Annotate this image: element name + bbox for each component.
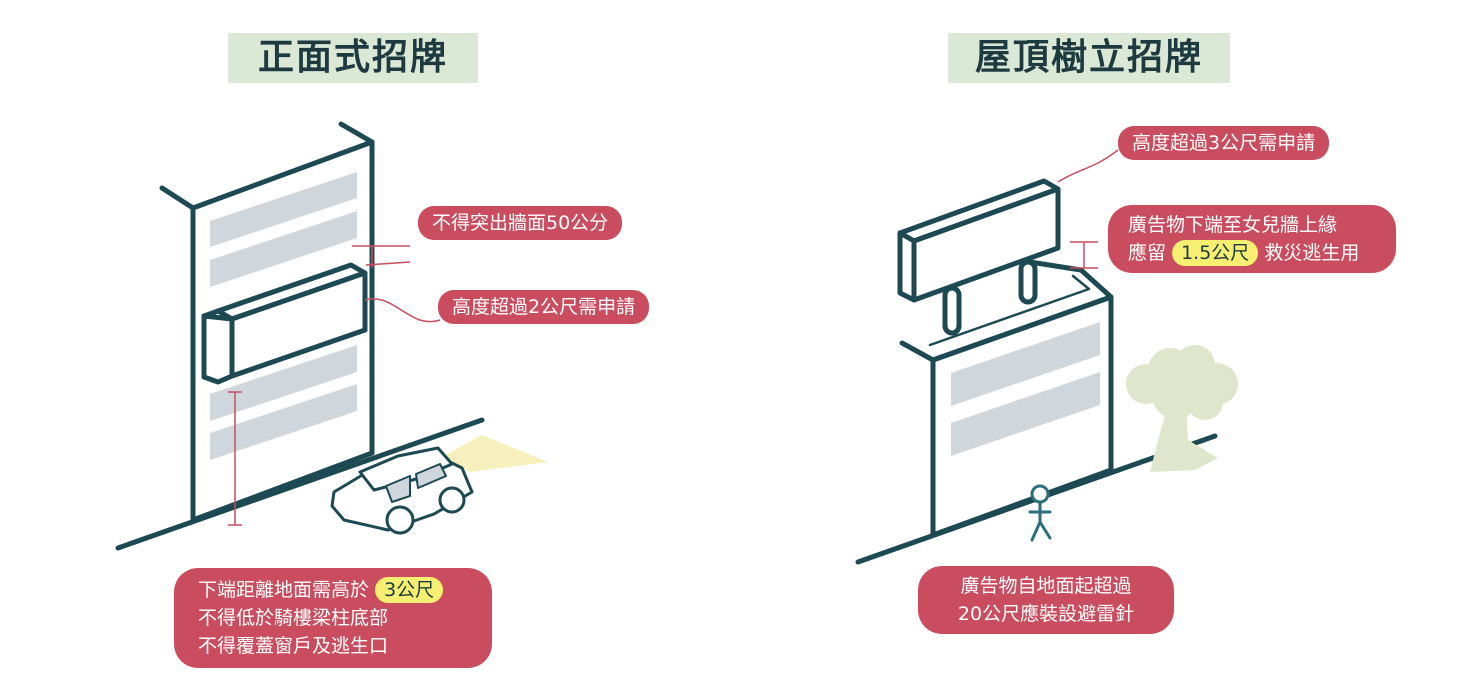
right-panel-title: 屋頂樹立招牌 [948,33,1230,83]
right-height-leader [1057,149,1119,183]
person [1028,484,1052,542]
height-highlight: 3公尺 [375,577,444,603]
right-windows [951,322,1100,456]
clearance-line-2: 應留 1.5公尺 救災逃生用 [1128,239,1376,267]
rule-line-1: 下端距離地面需高於 3公尺 [198,576,468,604]
left-ground-line [115,417,485,551]
lightning-line-2: 20公尺應裝設避雷針 [957,603,1135,625]
left-height-leader [364,298,441,323]
rule-line-3: 不得覆蓋窗戶及逃生口 [198,635,389,657]
left-panel-title: 正面式招牌 [228,33,478,83]
clearance-line-1: 廣告物下端至女兒牆上緣 [1128,214,1338,236]
clearance-prefix: 應留 [1128,242,1167,264]
left-rules-box: 下端距離地面需高於 3公尺 不得低於騎樓梁柱底部 不得覆蓋窗戶及逃生口 [174,568,492,668]
right-parapet [928,274,1091,347]
sign-post-left [942,285,962,336]
front-signboard [201,262,368,385]
lightning-line-1: 廣告物自地面起超過 [960,575,1132,597]
sign-post-right [1018,259,1038,305]
left-windows [210,172,357,460]
right-height-label: 高度超過3公尺需申請 [1118,126,1330,160]
clearance-suffix: 救災逃生用 [1264,242,1360,264]
protrusion-label: 不得突出牆面50公分 [418,206,623,240]
left-height-label: 高度超過2公尺需申請 [438,290,650,324]
rule-line-2: 不得低於騎樓梁柱底部 [198,607,389,629]
clearance-label: 廣告物下端至女兒牆上緣 應留 1.5公尺 救災逃生用 [1108,205,1396,273]
tree [1126,345,1238,472]
rooftop-signboard [897,178,1061,303]
car [330,446,474,535]
headlight-beam [440,435,548,472]
rule-line-1-prefix: 下端距離地面需高於 [198,579,370,601]
lightning-rod-label: 廣告物自地面起超過 20公尺應裝設避雷針 [918,566,1174,634]
protrusion-dim-bottom [365,261,411,266]
clearance-highlight: 1.5公尺 [1172,240,1259,266]
